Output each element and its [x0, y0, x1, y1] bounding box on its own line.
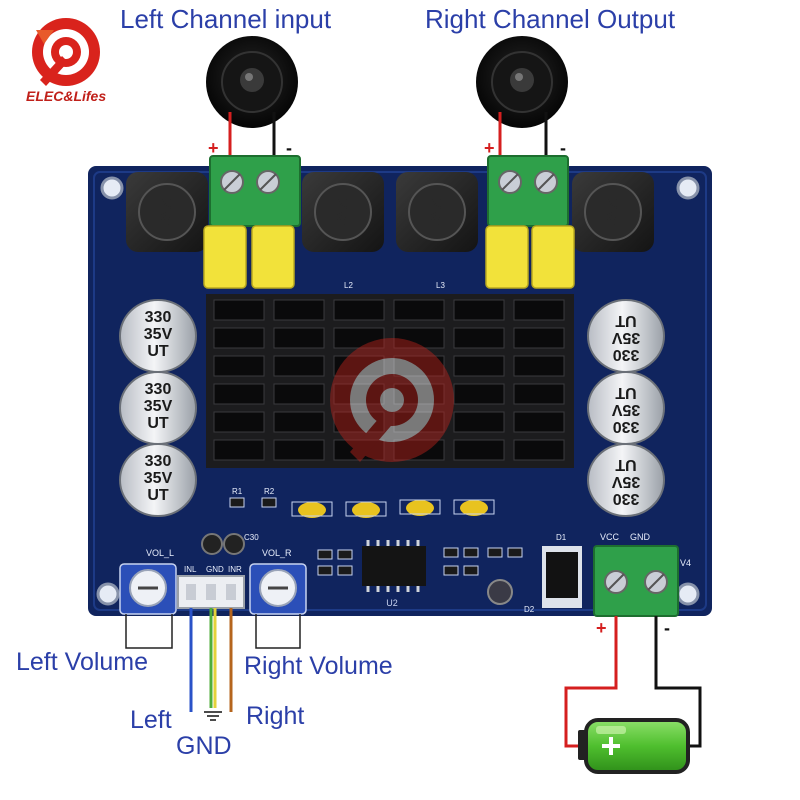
svg-text:330: 330	[427, 199, 444, 226]
signal-wires	[189, 608, 233, 721]
svg-text:-: -	[560, 138, 566, 158]
svg-text:V4: V4	[680, 558, 691, 568]
brand-name: ELEC&Lifes	[26, 88, 107, 104]
svg-text:L3: L3	[436, 281, 445, 290]
svg-text:R2: R2	[264, 487, 275, 496]
polarity-marks: + - + - + -	[208, 138, 670, 638]
right-channel-output-label: Right Channel Output	[425, 4, 676, 34]
left-speaker-terminal	[209, 155, 301, 227]
small-electrolytic	[201, 533, 513, 605]
svg-text:VOL_L: VOL_L	[146, 548, 174, 558]
brand-logo-icon	[32, 18, 100, 86]
watermark-logo	[330, 338, 454, 462]
svg-text:330: 330	[333, 199, 350, 226]
speaker-wires	[228, 112, 548, 162]
ic-chip: U2	[362, 540, 426, 608]
svg-text:33035VUT: 33035VUT	[144, 381, 173, 432]
svg-text:+: +	[208, 138, 219, 158]
inductors: 330 330 330 330	[126, 172, 654, 252]
power-terminal	[593, 545, 679, 617]
right-speaker-icon	[476, 36, 568, 128]
svg-text:INL: INL	[184, 565, 197, 574]
battery-icon	[578, 718, 690, 774]
gnd-wire-label: GND	[176, 732, 232, 760]
silkscreen-labels: VOL_L VOL_R INL GND INR VCC GND V4 L2 L3…	[146, 281, 691, 614]
svg-text:INR: INR	[228, 565, 242, 574]
electrolytic-capacitor: 33035VUT	[587, 299, 665, 373]
svg-text:+: +	[484, 138, 495, 158]
left-channel-input-label: Left Channel input	[120, 4, 332, 34]
svg-text:GND: GND	[630, 532, 651, 542]
electrolytic-capacitor: 33035VUT	[587, 443, 665, 517]
svg-text:D1: D1	[556, 533, 567, 542]
film-capacitors	[203, 225, 575, 289]
inductor: 330	[396, 172, 478, 252]
svg-text:33035VUT: 33035VUT	[611, 384, 640, 435]
electrolytic-capacitor: 33035VUT	[587, 371, 665, 445]
right-wire-label: Right	[246, 702, 305, 730]
power-wires	[564, 616, 702, 748]
svg-text:+: +	[596, 618, 607, 638]
inductor: 330	[572, 172, 654, 252]
small-capacitors	[291, 499, 495, 518]
svg-text:D2: D2	[524, 605, 535, 614]
inductor: 330	[126, 172, 208, 252]
input-connector	[177, 575, 245, 609]
svg-text:33035VUT: 33035VUT	[144, 309, 173, 360]
svg-text:33035VUT: 33035VUT	[144, 453, 173, 504]
voltage-regulator	[542, 546, 582, 608]
svg-text:R1: R1	[232, 487, 243, 496]
svg-text:-: -	[286, 138, 292, 158]
heatsink	[206, 294, 574, 468]
svg-text:33035VUT: 33035VUT	[611, 456, 640, 507]
left-volume-label: Left Volume	[16, 648, 149, 676]
right-speaker-terminal	[487, 155, 569, 227]
right-volume-pot	[249, 563, 307, 615]
inductor: 330	[302, 172, 384, 252]
svg-text:U2: U2	[386, 598, 398, 608]
svg-text:L2: L2	[344, 281, 353, 290]
svg-text:GND: GND	[206, 565, 224, 574]
svg-text:33035VUT: 33035VUT	[611, 312, 640, 363]
smd-components	[229, 497, 523, 576]
left-volume-pot	[119, 563, 177, 615]
svg-text:330: 330	[603, 199, 620, 226]
svg-text:C30: C30	[244, 533, 259, 542]
svg-text:-: -	[664, 618, 670, 638]
electrolytic-capacitors-right: 33035VUT 33035VUT 33035VUT	[587, 299, 665, 517]
right-volume-label: Right Volume	[244, 652, 393, 680]
svg-text:330: 330	[157, 199, 174, 226]
svg-text:VCC: VCC	[600, 532, 620, 542]
left-wire-label: Left	[130, 706, 172, 734]
left-speaker-icon	[206, 36, 298, 128]
volume-brackets	[125, 614, 301, 649]
svg-text:VOL_R: VOL_R	[262, 548, 292, 558]
